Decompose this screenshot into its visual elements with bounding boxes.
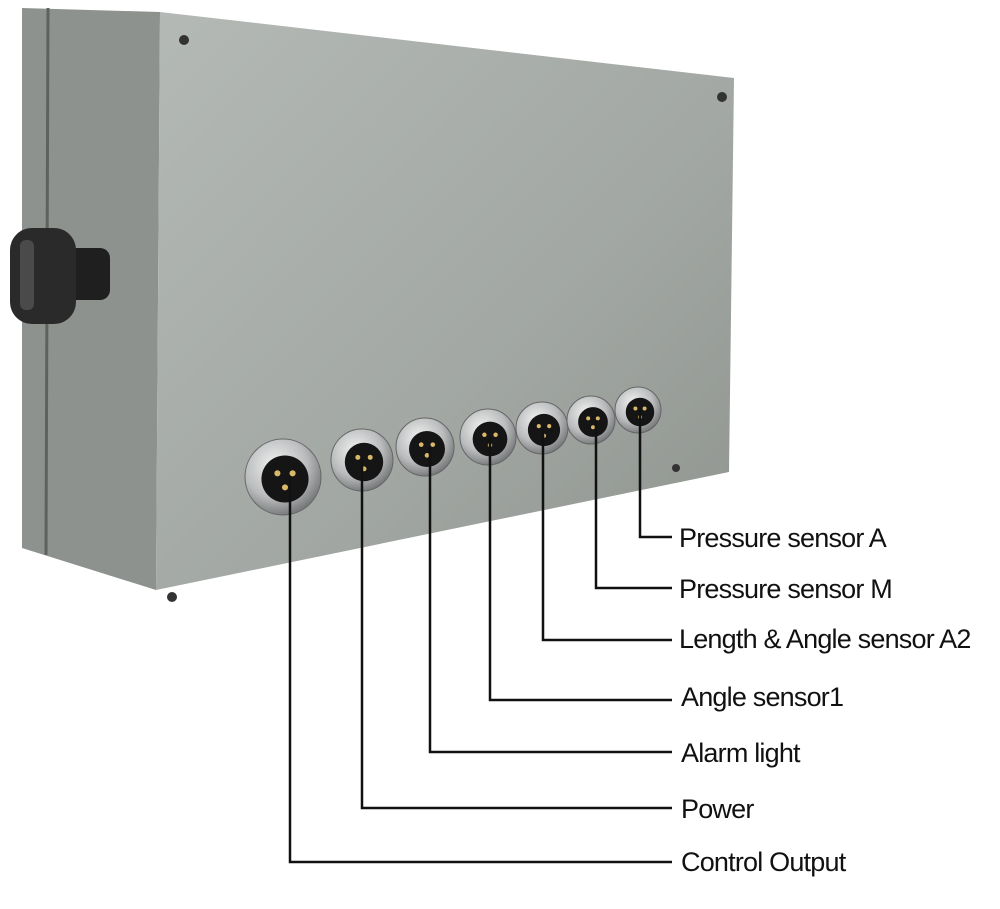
- connector-icon: [614, 386, 662, 434]
- label-pressure-sensor-a: Pressure sensor A: [679, 523, 887, 553]
- label-length-angle-sensor-a2: Length & Angle sensor A2: [679, 624, 971, 654]
- label-power: Power: [681, 794, 754, 824]
- connector-icon: [244, 438, 322, 516]
- leader-line: [638, 410, 672, 539]
- label-alarm-light: Alarm light: [681, 738, 801, 768]
- leader-line: [360, 460, 672, 810]
- leader-line: [428, 447, 672, 754]
- leader-line: [594, 420, 672, 590]
- knob-icon: [10, 228, 110, 324]
- leader-line: [541, 428, 672, 642]
- connector-icon: [395, 417, 455, 477]
- leader-line: [488, 437, 672, 702]
- connector-icon: [459, 408, 517, 466]
- screw-hole: [717, 92, 727, 102]
- screw-hole: [672, 464, 680, 472]
- label-control-output: Control Output: [681, 847, 847, 877]
- screw-hole: [179, 35, 189, 45]
- label-angle-sensor1: Angle sensor1: [681, 682, 843, 712]
- connector-icon: [566, 395, 616, 445]
- label-pressure-sensor-m: Pressure sensor M: [679, 574, 892, 604]
- screw-hole: [167, 592, 177, 602]
- leader-line: [288, 477, 672, 864]
- enclosure-front: [156, 12, 734, 590]
